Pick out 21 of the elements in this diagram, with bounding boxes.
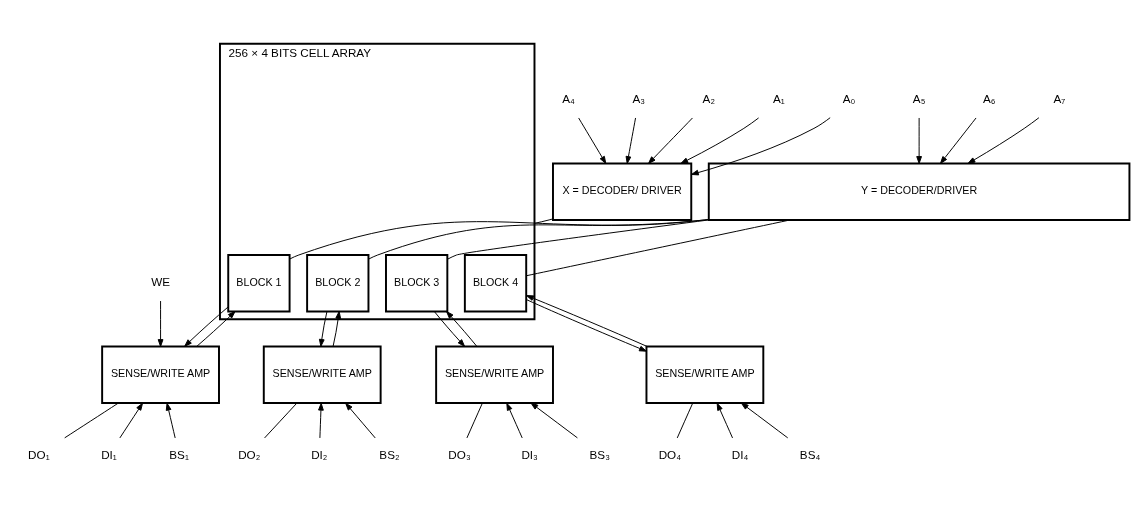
node-text: A₇ xyxy=(1053,92,1066,106)
node-text: A₃ xyxy=(632,92,645,106)
node-text: DO₂ xyxy=(238,447,261,461)
node-text: WE xyxy=(151,275,170,289)
node-text: DI₃ xyxy=(521,447,538,461)
node-text: A₅ xyxy=(912,92,926,106)
node-text: DI₄ xyxy=(731,447,749,461)
node-text: A₀ xyxy=(842,92,856,106)
node-text: DI₂ xyxy=(311,447,328,461)
node-text: BS₃ xyxy=(589,447,610,461)
node-text: DO₁ xyxy=(28,447,50,461)
node-text: DO₃ xyxy=(448,447,471,461)
node-text: A₂ xyxy=(702,92,715,106)
node-text: DI₁ xyxy=(101,447,117,461)
node-text: A₄ xyxy=(562,92,575,106)
node-text: A₆ xyxy=(982,92,996,106)
node-text: DO₄ xyxy=(658,447,681,461)
node-text: A₁ xyxy=(773,92,785,106)
node-text: BS₁ xyxy=(169,447,189,461)
node-text: BS₂ xyxy=(379,447,400,461)
node-text: BS₄ xyxy=(799,447,821,461)
